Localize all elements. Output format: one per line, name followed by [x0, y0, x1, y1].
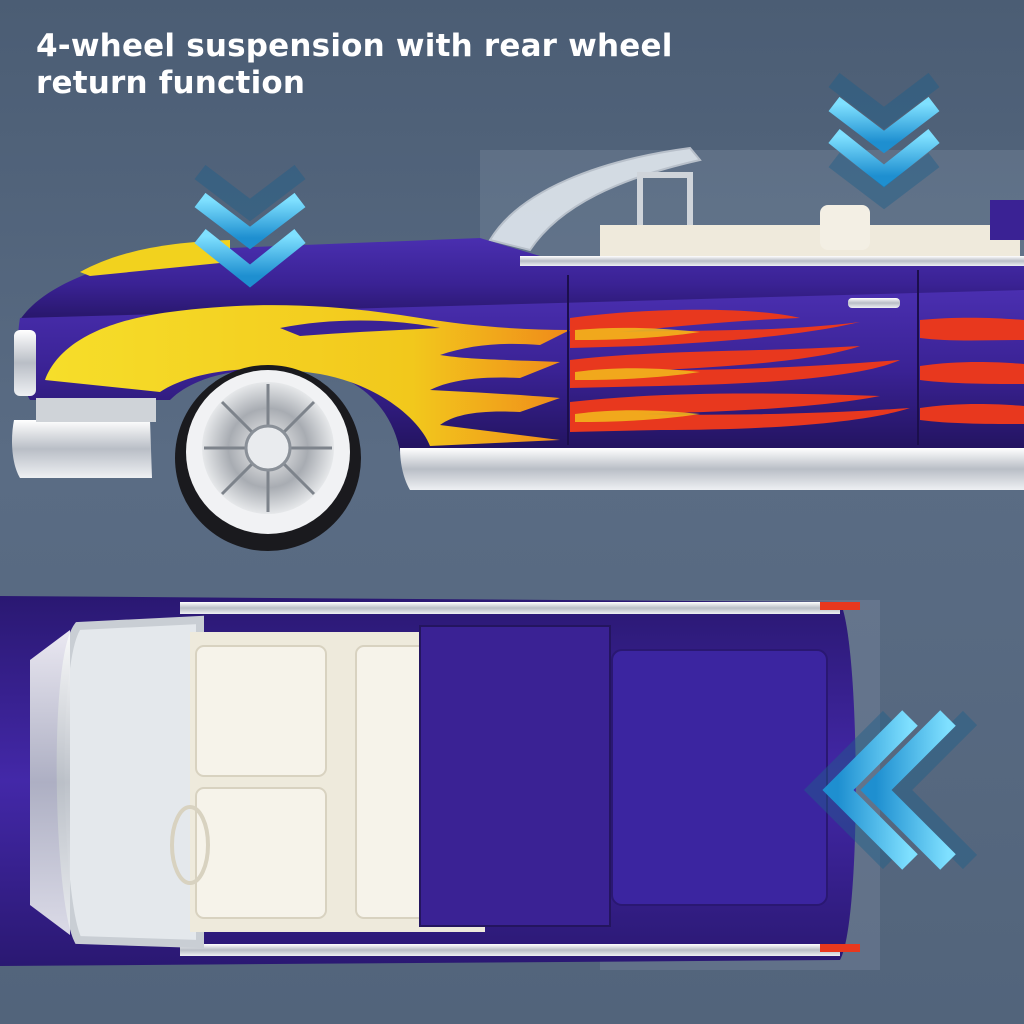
car-side-view — [12, 146, 1024, 551]
down-arrows-rear — [828, 72, 940, 210]
down-arrows-front — [194, 164, 306, 288]
car-top-view — [0, 596, 880, 970]
headline: 4-wheel suspension with rear wheel retur… — [36, 28, 673, 101]
left-arrows-rear — [803, 710, 978, 870]
